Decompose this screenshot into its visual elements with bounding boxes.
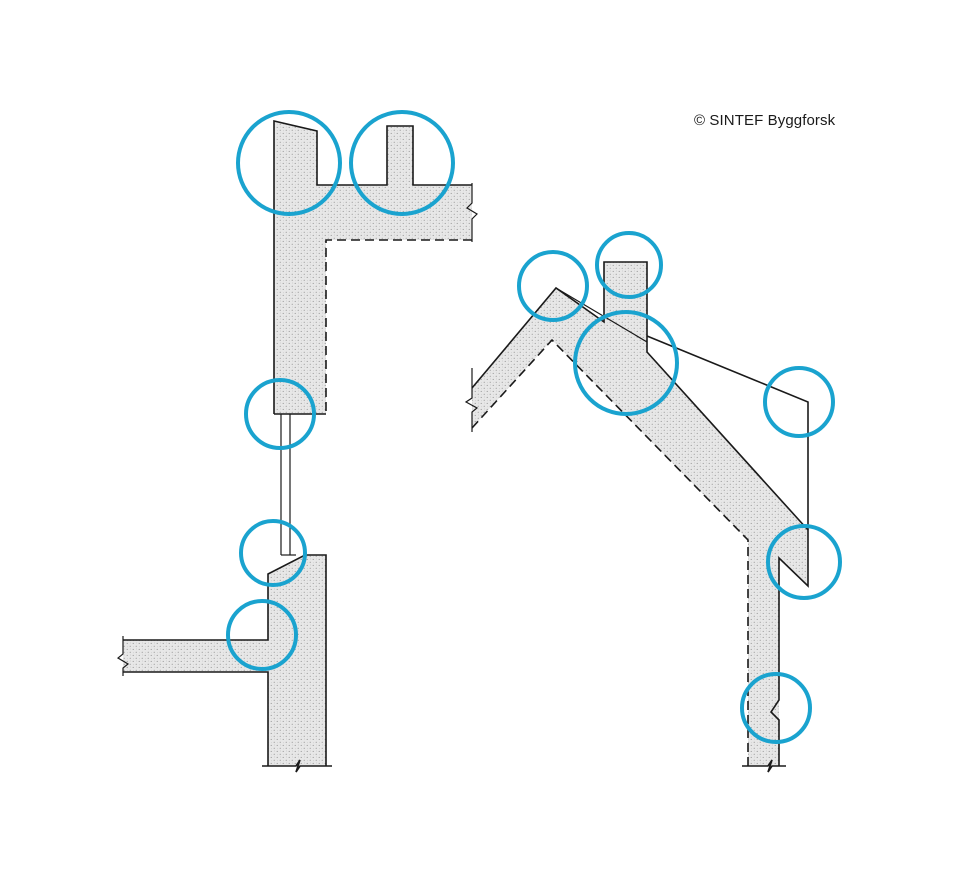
marker-wall-roof-junction	[766, 524, 842, 600]
lower-wall-bottom	[262, 759, 332, 773]
left-wall-section	[116, 119, 478, 773]
marker-roof-upstand	[349, 110, 455, 216]
marker-parapet	[236, 110, 342, 216]
balcony-underside	[123, 671, 269, 766]
upper-wall-outline	[273, 119, 472, 414]
right-roof-section	[464, 261, 809, 773]
roof-inner-dashed-edge	[471, 338, 749, 766]
marker-balcony-joint	[226, 599, 298, 671]
right-wall-bottom	[742, 759, 786, 773]
roof-and-wall	[464, 261, 809, 773]
marker-ridge	[517, 250, 589, 322]
marker-chimney-top	[595, 231, 663, 299]
lower-wall-outline	[123, 554, 327, 766]
roof-top-sheathing	[555, 287, 648, 343]
eaves-fascia-line	[646, 335, 809, 530]
upper-wall-inner-dashed-edge	[325, 239, 472, 414]
marker-chimney-roof	[573, 310, 679, 416]
thermal-bridge-markers	[226, 110, 842, 744]
window-pane	[280, 414, 296, 556]
marker-window-head	[244, 378, 316, 450]
balcony-break-line	[116, 636, 130, 676]
upper-wall-with-roof-slab	[273, 119, 478, 415]
copyright-notice: © SINTEF Byggforsk	[694, 112, 836, 129]
marker-wall-base	[740, 672, 812, 744]
marker-eaves	[763, 366, 835, 438]
roof-break-line	[464, 368, 479, 432]
marker-window-sill	[239, 519, 307, 587]
roof-slab-break-line	[466, 183, 478, 242]
lower-wall-body	[123, 555, 326, 766]
lower-wall-with-balcony	[116, 554, 332, 773]
upper-wall-body	[274, 121, 472, 414]
